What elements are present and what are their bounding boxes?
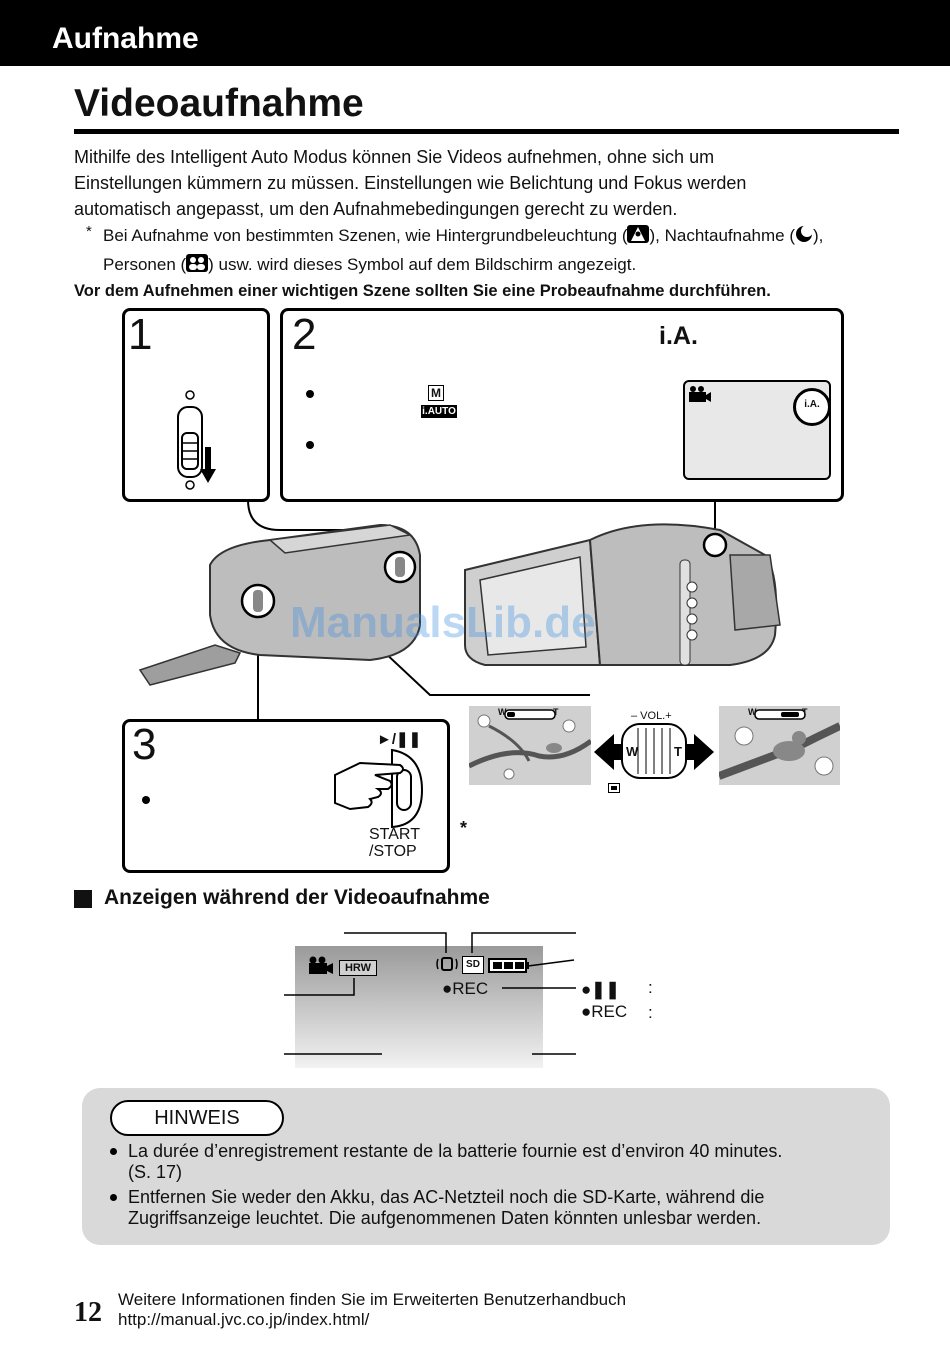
watermark: ManualsLib.de [290, 598, 596, 647]
note-text-a: Bei Aufnahme von bestimmten Szenen, wie … [103, 226, 628, 245]
zoom-t-label: T [674, 744, 682, 759]
night-icon [795, 224, 813, 242]
zoom-lever-illustration [594, 723, 714, 779]
tele-image-w: W [748, 707, 757, 717]
step-1-number: 1 [128, 310, 153, 359]
start-stop-button-press [334, 748, 424, 829]
rec-indicator: ●REC [442, 979, 489, 998]
start-stop-button-icon [396, 769, 412, 811]
step-2-number: 2 [292, 310, 317, 359]
intro-line-3: automatisch angepasst, um den Aufnahmebe… [74, 199, 678, 219]
legend-colon-1: : [648, 978, 653, 997]
zoom-wide-image [469, 706, 591, 785]
start-label: START [369, 826, 420, 843]
arrow-down-icon [200, 469, 216, 483]
note-asterisk: * [86, 223, 92, 240]
video-mode-icon [185, 390, 195, 400]
wide-image-w: W [498, 707, 507, 717]
stabilizer-icon [436, 957, 458, 971]
footer-line-1: Weitere Informationen finden Sie im Erwe… [118, 1290, 627, 1309]
intro-line-1: Mithilfe des Intelligent Auto Modus könn… [74, 147, 715, 167]
still-mode-icon [185, 480, 195, 490]
note-text-d: Personen ( [103, 255, 187, 274]
tele-image-t: T [802, 707, 808, 717]
hinweis-label: HINWEIS [110, 1100, 284, 1136]
legend-pause: ●❚❚ [581, 980, 620, 999]
ia-button-highlight-circle [702, 532, 728, 558]
video-camera-icon [689, 386, 711, 402]
bullet [142, 796, 150, 804]
hinweis-item-2-line-1: Entfernen Sie weder den Akku, das AC-Net… [128, 1187, 765, 1207]
hinweis-item-1-line-2: (S. 17) [128, 1162, 183, 1182]
backlight-icon [627, 224, 650, 243]
bullet [110, 1148, 117, 1155]
stop-label: /STOP [369, 843, 417, 860]
sd-card-icon: SD [462, 956, 484, 974]
finger-press-icon [334, 761, 404, 811]
callout-lines [284, 932, 576, 1055]
bullet [110, 1194, 117, 1201]
arrow-left-icon [594, 734, 614, 770]
zoom-small-icon [608, 783, 620, 793]
section-header-bar [0, 0, 950, 66]
camcorder-illustration [138, 499, 781, 720]
section-header-title: Aufnahme [52, 22, 199, 55]
note-text-e: ) usw. wird dieses Symbol auf dem Bildsc… [208, 255, 637, 274]
quality-badge: HRW [339, 960, 377, 976]
legend-colon-2: : [648, 1003, 653, 1022]
note-line-1: Bei Aufnahme von bestimmten Szenen, wie … [103, 222, 823, 250]
bullet [306, 441, 314, 449]
page-number: 12 [74, 1297, 102, 1328]
wide-image-t: T [553, 707, 559, 717]
iauto-mode-icon: i.AUTO [421, 405, 457, 418]
ia-label: i.A. [659, 322, 698, 350]
intro-line-2: Einstellungen kümmern zu müssen. Einstel… [74, 173, 747, 193]
note-text-b: ), Nachtaufnahme ( [649, 226, 795, 245]
vol-label: – VOL.+ [631, 710, 672, 722]
title-rule [74, 129, 899, 134]
zoom-tele-image [719, 706, 840, 785]
page-title: Videoaufnahme [74, 82, 364, 125]
play-pause-label: ►/❚❚ [377, 731, 422, 748]
arrow-right-icon [694, 734, 714, 770]
persons-icon [186, 253, 209, 272]
note-line-2: Personen ( ) usw. wird dieses Symbol auf … [103, 251, 636, 279]
hinweis-item-1-line-1: La durée d’enregistrement restante de la… [128, 1141, 783, 1161]
battery-icon [488, 958, 529, 973]
note-text-c: ), [813, 226, 824, 245]
step-3-number: 3 [132, 720, 157, 769]
warning-text: Vor dem Aufnehmen einer wichtigen Szene … [74, 282, 771, 300]
hinweis-item-2-line-2: Zugriffsanzeige leuchtet. Die aufgenomme… [128, 1208, 762, 1228]
footer-url[interactable]: http://manual.jvc.co.jp/index.html/ [118, 1310, 370, 1329]
section-square-icon [74, 890, 92, 908]
ia-highlight-circle [793, 388, 831, 426]
section-title: Anzeigen während der Videoaufnahme [104, 886, 490, 909]
manual-mode-icon: M [428, 385, 444, 401]
zoom-asterisk: * [460, 818, 468, 838]
legend-rec: ●REC [581, 1002, 628, 1021]
lcd-ia-label: i.A. [804, 399, 820, 410]
screen-video-icon [309, 956, 333, 974]
bullet [306, 390, 314, 398]
mode-switch-illustration [177, 390, 216, 490]
zoom-w-label: W [626, 744, 639, 759]
